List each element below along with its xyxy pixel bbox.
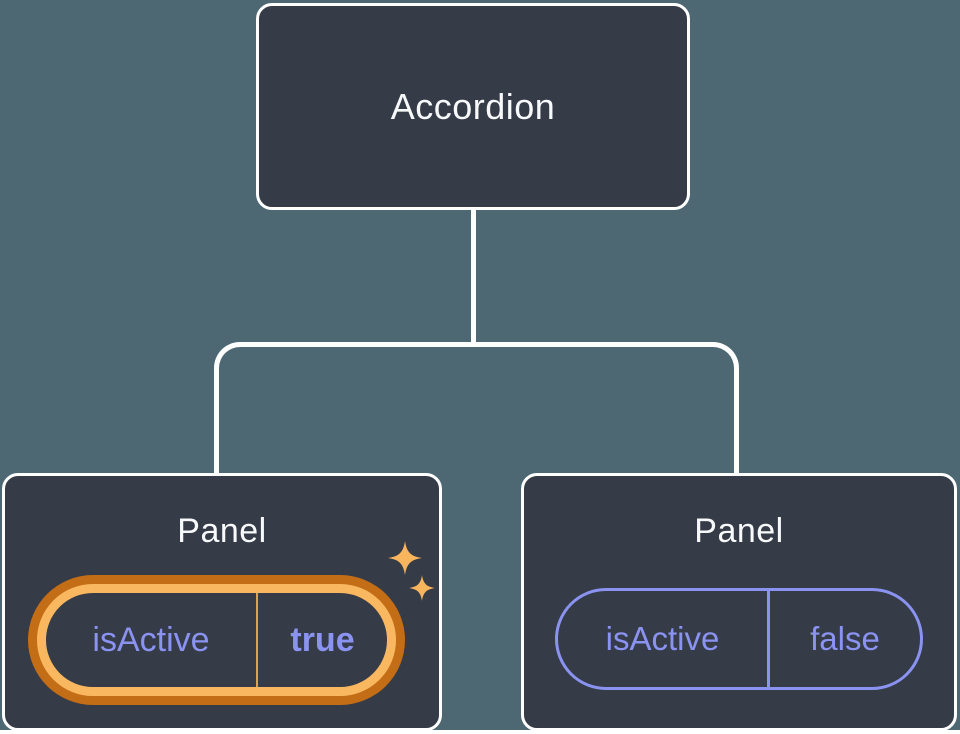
prop-value: false — [810, 620, 880, 657]
connector-stub-line — [471, 209, 476, 345]
connector-branch-bracket — [214, 342, 739, 473]
sparkle-icon — [388, 541, 422, 575]
accordion-node: Accordion — [256, 3, 690, 210]
panel-node-inactive: Panel isActive false — [521, 473, 957, 731]
accordion-node-title: Accordion — [390, 85, 556, 127]
panel-node-active: Panel isActive true — [2, 473, 442, 731]
sparkle-icon — [409, 575, 435, 601]
panel-title: Panel — [694, 512, 784, 550]
prop-value: true — [290, 620, 355, 659]
prop-pill-active: isActive true — [37, 584, 396, 696]
prop-name: isActive — [92, 620, 210, 659]
prop-name: isActive — [605, 620, 720, 657]
bottom-page-edge — [0, 730, 960, 734]
pill-divider — [767, 591, 770, 687]
pill-divider — [256, 593, 258, 687]
panel-title: Panel — [177, 512, 267, 550]
prop-pill-inactive: isActive false — [555, 588, 923, 690]
